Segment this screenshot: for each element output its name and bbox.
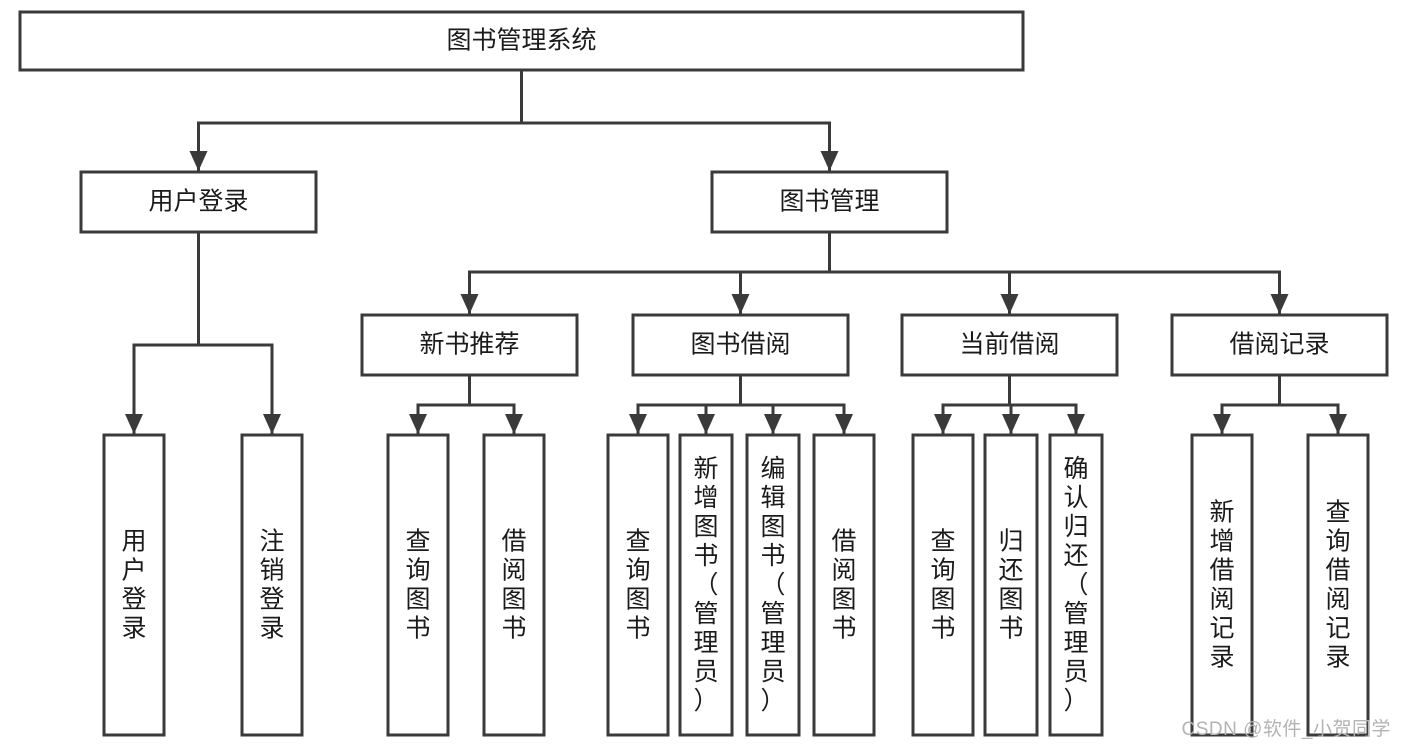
arrow-head <box>460 294 479 314</box>
arrow-head <box>1000 294 1019 314</box>
node-box-new-book-recommend <box>360 313 579 377</box>
node-label-leaf-edit-book-admin: 编辑图书（管理员） <box>760 455 785 715</box>
node-box-leaf-add-borrow-record <box>1190 433 1254 737</box>
node-box-leaf-query-book-cur <box>911 433 975 737</box>
node-label-leaf-add-book-admin: 新增图书（管理员） <box>693 455 718 715</box>
arrow-head <box>1067 414 1085 434</box>
arrow-head <box>835 414 853 434</box>
arrow-head <box>125 414 143 434</box>
node-box-leaf-user-login <box>102 433 166 737</box>
node-label-leaf-add-borrow-record: 新增借阅记录 <box>1209 499 1234 672</box>
arrow-head <box>263 414 281 434</box>
node-leaf-edit-book-admin[interactable]: 编辑图书（管理员） <box>745 433 801 737</box>
node-label-leaf-user-login: 用户登录 <box>121 528 146 643</box>
node-box-user-login <box>79 170 318 234</box>
edges-layer <box>125 68 1347 436</box>
arrow-head <box>409 414 427 434</box>
node-label-current-borrow: 当前借阅 <box>959 331 1059 359</box>
node-book-borrow[interactable]: 图书借阅 <box>631 313 850 377</box>
node-label-leaf-return-book: 归还图书 <box>998 528 1023 643</box>
node-label-leaf-query-book-cur: 查询图书 <box>930 528 955 643</box>
arrow-head <box>189 151 208 171</box>
node-label-leaf-confirm-return-admin: 确认归还（管理员） <box>1063 455 1088 715</box>
node-label-user-login: 用户登录 <box>148 188 248 216</box>
node-box-leaf-borrow-book-rec <box>482 433 546 737</box>
edge-group-book-management <box>460 230 1289 316</box>
node-book-management[interactable]: 图书管理 <box>710 170 949 234</box>
node-leaf-user-logout[interactable]: 注销登录 <box>240 433 304 737</box>
node-box-book-borrow <box>631 313 850 377</box>
node-label-leaf-borrow-book-rec: 借阅图书 <box>501 528 526 643</box>
nodes-layer: 图书管理系统用户登录图书管理新书推荐图书借阅当前借阅借阅记录用户登录注销登录查询… <box>18 10 1389 737</box>
node-leaf-user-login[interactable]: 用户登录 <box>102 433 166 737</box>
node-label-leaf-borrow-book-bor: 借阅图书 <box>831 528 856 643</box>
node-box-leaf-borrow-book-bor <box>812 433 876 737</box>
node-root[interactable]: 图书管理系统 <box>18 10 1025 72</box>
node-box-leaf-add-book-admin <box>678 433 734 737</box>
arrow-head <box>820 151 839 171</box>
edge-group-book-borrow <box>629 373 853 436</box>
node-new-book-recommend[interactable]: 新书推荐 <box>360 313 579 377</box>
node-label-borrow-record: 借阅记录 <box>1229 331 1329 359</box>
node-leaf-query-book-cur[interactable]: 查询图书 <box>911 433 975 737</box>
edge-group-root <box>189 68 839 173</box>
node-box-leaf-query-book-rec <box>386 433 450 737</box>
node-box-leaf-query-book-bor <box>606 433 670 737</box>
node-leaf-query-book-rec[interactable]: 查询图书 <box>386 433 450 737</box>
node-box-current-borrow <box>900 313 1119 377</box>
arrow-head <box>731 294 750 314</box>
arrow-head <box>1270 294 1289 314</box>
node-box-leaf-query-borrow-record <box>1306 433 1370 737</box>
arrow-head <box>629 414 647 434</box>
node-label-leaf-query-borrow-record: 查询借阅记录 <box>1325 499 1350 672</box>
node-leaf-confirm-return-admin[interactable]: 确认归还（管理员） <box>1048 433 1104 737</box>
node-leaf-borrow-book-rec[interactable]: 借阅图书 <box>482 433 546 737</box>
node-box-root <box>18 10 1025 72</box>
arrow-head <box>764 414 782 434</box>
arrow-head <box>1002 414 1020 434</box>
node-leaf-borrow-book-bor[interactable]: 借阅图书 <box>812 433 876 737</box>
edge-group-current-borrow <box>934 373 1085 436</box>
edge-group-user-login <box>125 230 281 436</box>
arrow-head <box>505 414 523 434</box>
node-label-leaf-query-book-rec: 查询图书 <box>405 528 430 643</box>
node-leaf-add-book-admin[interactable]: 新增图书（管理员） <box>678 433 734 737</box>
node-user-login[interactable]: 用户登录 <box>79 170 318 234</box>
arrow-head <box>1329 414 1347 434</box>
node-box-book-management <box>710 170 949 234</box>
node-box-borrow-record <box>1170 313 1389 377</box>
node-label-book-management: 图书管理 <box>779 188 879 216</box>
node-leaf-query-borrow-record[interactable]: 查询借阅记录 <box>1306 433 1370 737</box>
node-label-book-borrow: 图书借阅 <box>690 331 790 359</box>
edge-group-new-book-recommend <box>409 373 523 436</box>
node-label-root: 图书管理系统 <box>446 27 596 55</box>
node-leaf-add-borrow-record[interactable]: 新增借阅记录 <box>1190 433 1254 737</box>
node-box-leaf-return-book <box>983 433 1039 737</box>
node-label-leaf-user-logout: 注销登录 <box>259 528 284 643</box>
arrow-head <box>697 414 715 434</box>
arrow-head <box>1213 414 1231 434</box>
edge-group-borrow-record <box>1213 373 1347 436</box>
arrow-head <box>934 414 952 434</box>
node-leaf-return-book[interactable]: 归还图书 <box>983 433 1039 737</box>
node-label-leaf-query-book-bor: 查询图书 <box>625 528 650 643</box>
node-label-new-book-recommend: 新书推荐 <box>419 331 519 359</box>
node-current-borrow[interactable]: 当前借阅 <box>900 313 1119 377</box>
node-box-leaf-user-logout <box>240 433 304 737</box>
node-borrow-record[interactable]: 借阅记录 <box>1170 313 1389 377</box>
node-box-leaf-edit-book-admin <box>745 433 801 737</box>
node-leaf-query-book-bor[interactable]: 查询图书 <box>606 433 670 737</box>
node-box-leaf-confirm-return-admin <box>1048 433 1104 737</box>
